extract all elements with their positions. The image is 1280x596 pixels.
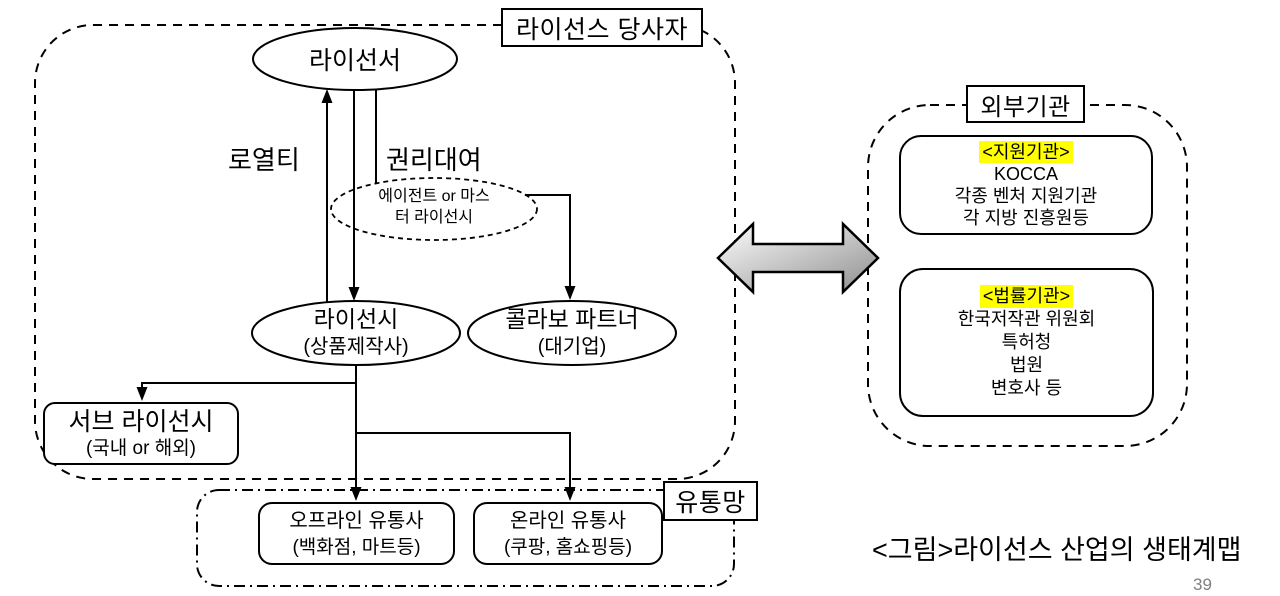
- collabo-partner-node: 콜라보 파트너 (대기업): [468, 305, 676, 360]
- offline-line2: (백화점, 마트등): [292, 536, 421, 558]
- external-orgs-label-box: 외부기관: [966, 85, 1085, 123]
- legal-orgs-line: 변호사 등: [990, 378, 1063, 398]
- offline-arrowhead: [350, 487, 362, 501]
- support-orgs-line: 각 지방 진흥원등: [963, 208, 1089, 228]
- legal-orgs-node: <법률기관> 한국저작관 위원회 특허청 법원 변호사 등: [899, 268, 1154, 417]
- licensee-line1: 라이선시: [313, 306, 399, 332]
- external-orgs-label: 외부기관: [980, 93, 1071, 121]
- agent-ellipse: [330, 177, 538, 241]
- online-line1: 온라인 유통사: [510, 509, 626, 532]
- sub-licensee-node: 서브 라이선시 (국내 or 해외): [43, 402, 239, 465]
- sub-licensee-line1: 서브 라이선시: [68, 407, 214, 436]
- legal-orgs-title: <법률기관>: [979, 285, 1074, 308]
- support-orgs-title: <지원기관>: [979, 141, 1073, 163]
- royalty-arrowhead: [321, 89, 333, 103]
- distribution-label-box: 유통망: [663, 481, 758, 521]
- legal-orgs-line: 한국저작관 위원회: [957, 309, 1096, 329]
- collabo-line2: (대기업): [537, 336, 607, 358]
- license-parties-label: 라이선스 당사자: [516, 15, 688, 44]
- licensor-node: 라이선서: [253, 44, 457, 75]
- support-orgs-node: <지원기관> KOCCA 각종 벤처 지원기관 각 지방 진흥원등: [899, 135, 1153, 235]
- sub-licensee-line2: (국내 or 해외): [85, 437, 197, 459]
- licensee-node: 라이선시 (상품제작사): [252, 305, 460, 360]
- distribution-boundary: [196, 489, 735, 587]
- agent-node: 에이전트 or 마스 터 라이선시: [331, 186, 537, 228]
- collabo-partner-ellipse: [467, 300, 677, 366]
- support-orgs-line: KOCCA: [993, 164, 1058, 184]
- rights-lease-label: 권리대여: [386, 145, 482, 175]
- offline-distributor-node: 오프라인 유통사 (백화점, 마트등): [258, 502, 455, 565]
- legal-orgs-line: 특허청: [1001, 332, 1052, 352]
- royalty-label: 로열티: [228, 145, 300, 175]
- collabo-arrowhead: [564, 286, 576, 300]
- licensor-label: 라이선서: [308, 47, 401, 75]
- support-orgs-line: 각종 벤처 지원기관: [954, 186, 1098, 206]
- legal-orgs-line: 법원: [1009, 355, 1044, 375]
- online-arrowhead: [564, 487, 576, 501]
- page-number: 39: [1193, 575, 1212, 594]
- collabo-line1: 콜라보 파트너: [505, 306, 639, 332]
- offline-line1: 오프라인 유통사: [289, 509, 424, 532]
- agent-line2: 터 라이선시: [391, 207, 477, 228]
- connector-lines: [141, 90, 571, 488]
- licensee-to-sub-line: [141, 382, 356, 388]
- license-parties-boundary: [34, 24, 736, 480]
- sub-licensee-arrowhead: [136, 387, 148, 401]
- agent-line1: 에이전트 or 마스: [375, 186, 493, 207]
- online-distributor-node: 온라인 유통사 (쿠팡, 홈쇼핑등): [473, 502, 663, 565]
- arrowheads: [136, 89, 576, 501]
- figure-caption: <그림>라이선스 산업의 생태계맵: [872, 535, 1242, 565]
- distribution-label: 유통망: [675, 489, 746, 517]
- rights-lease-arrowhead: [348, 287, 360, 301]
- online-line2: (쿠팡, 홈쇼핑등): [503, 536, 633, 558]
- licensee-to-online-line: [356, 432, 571, 488]
- agent-to-collabo-line: [525, 194, 571, 287]
- double-arrow: [716, 221, 880, 295]
- license-parties-label-box: 라이선스 당사자: [501, 8, 703, 47]
- licensee-line2: (상품제작사): [303, 336, 409, 358]
